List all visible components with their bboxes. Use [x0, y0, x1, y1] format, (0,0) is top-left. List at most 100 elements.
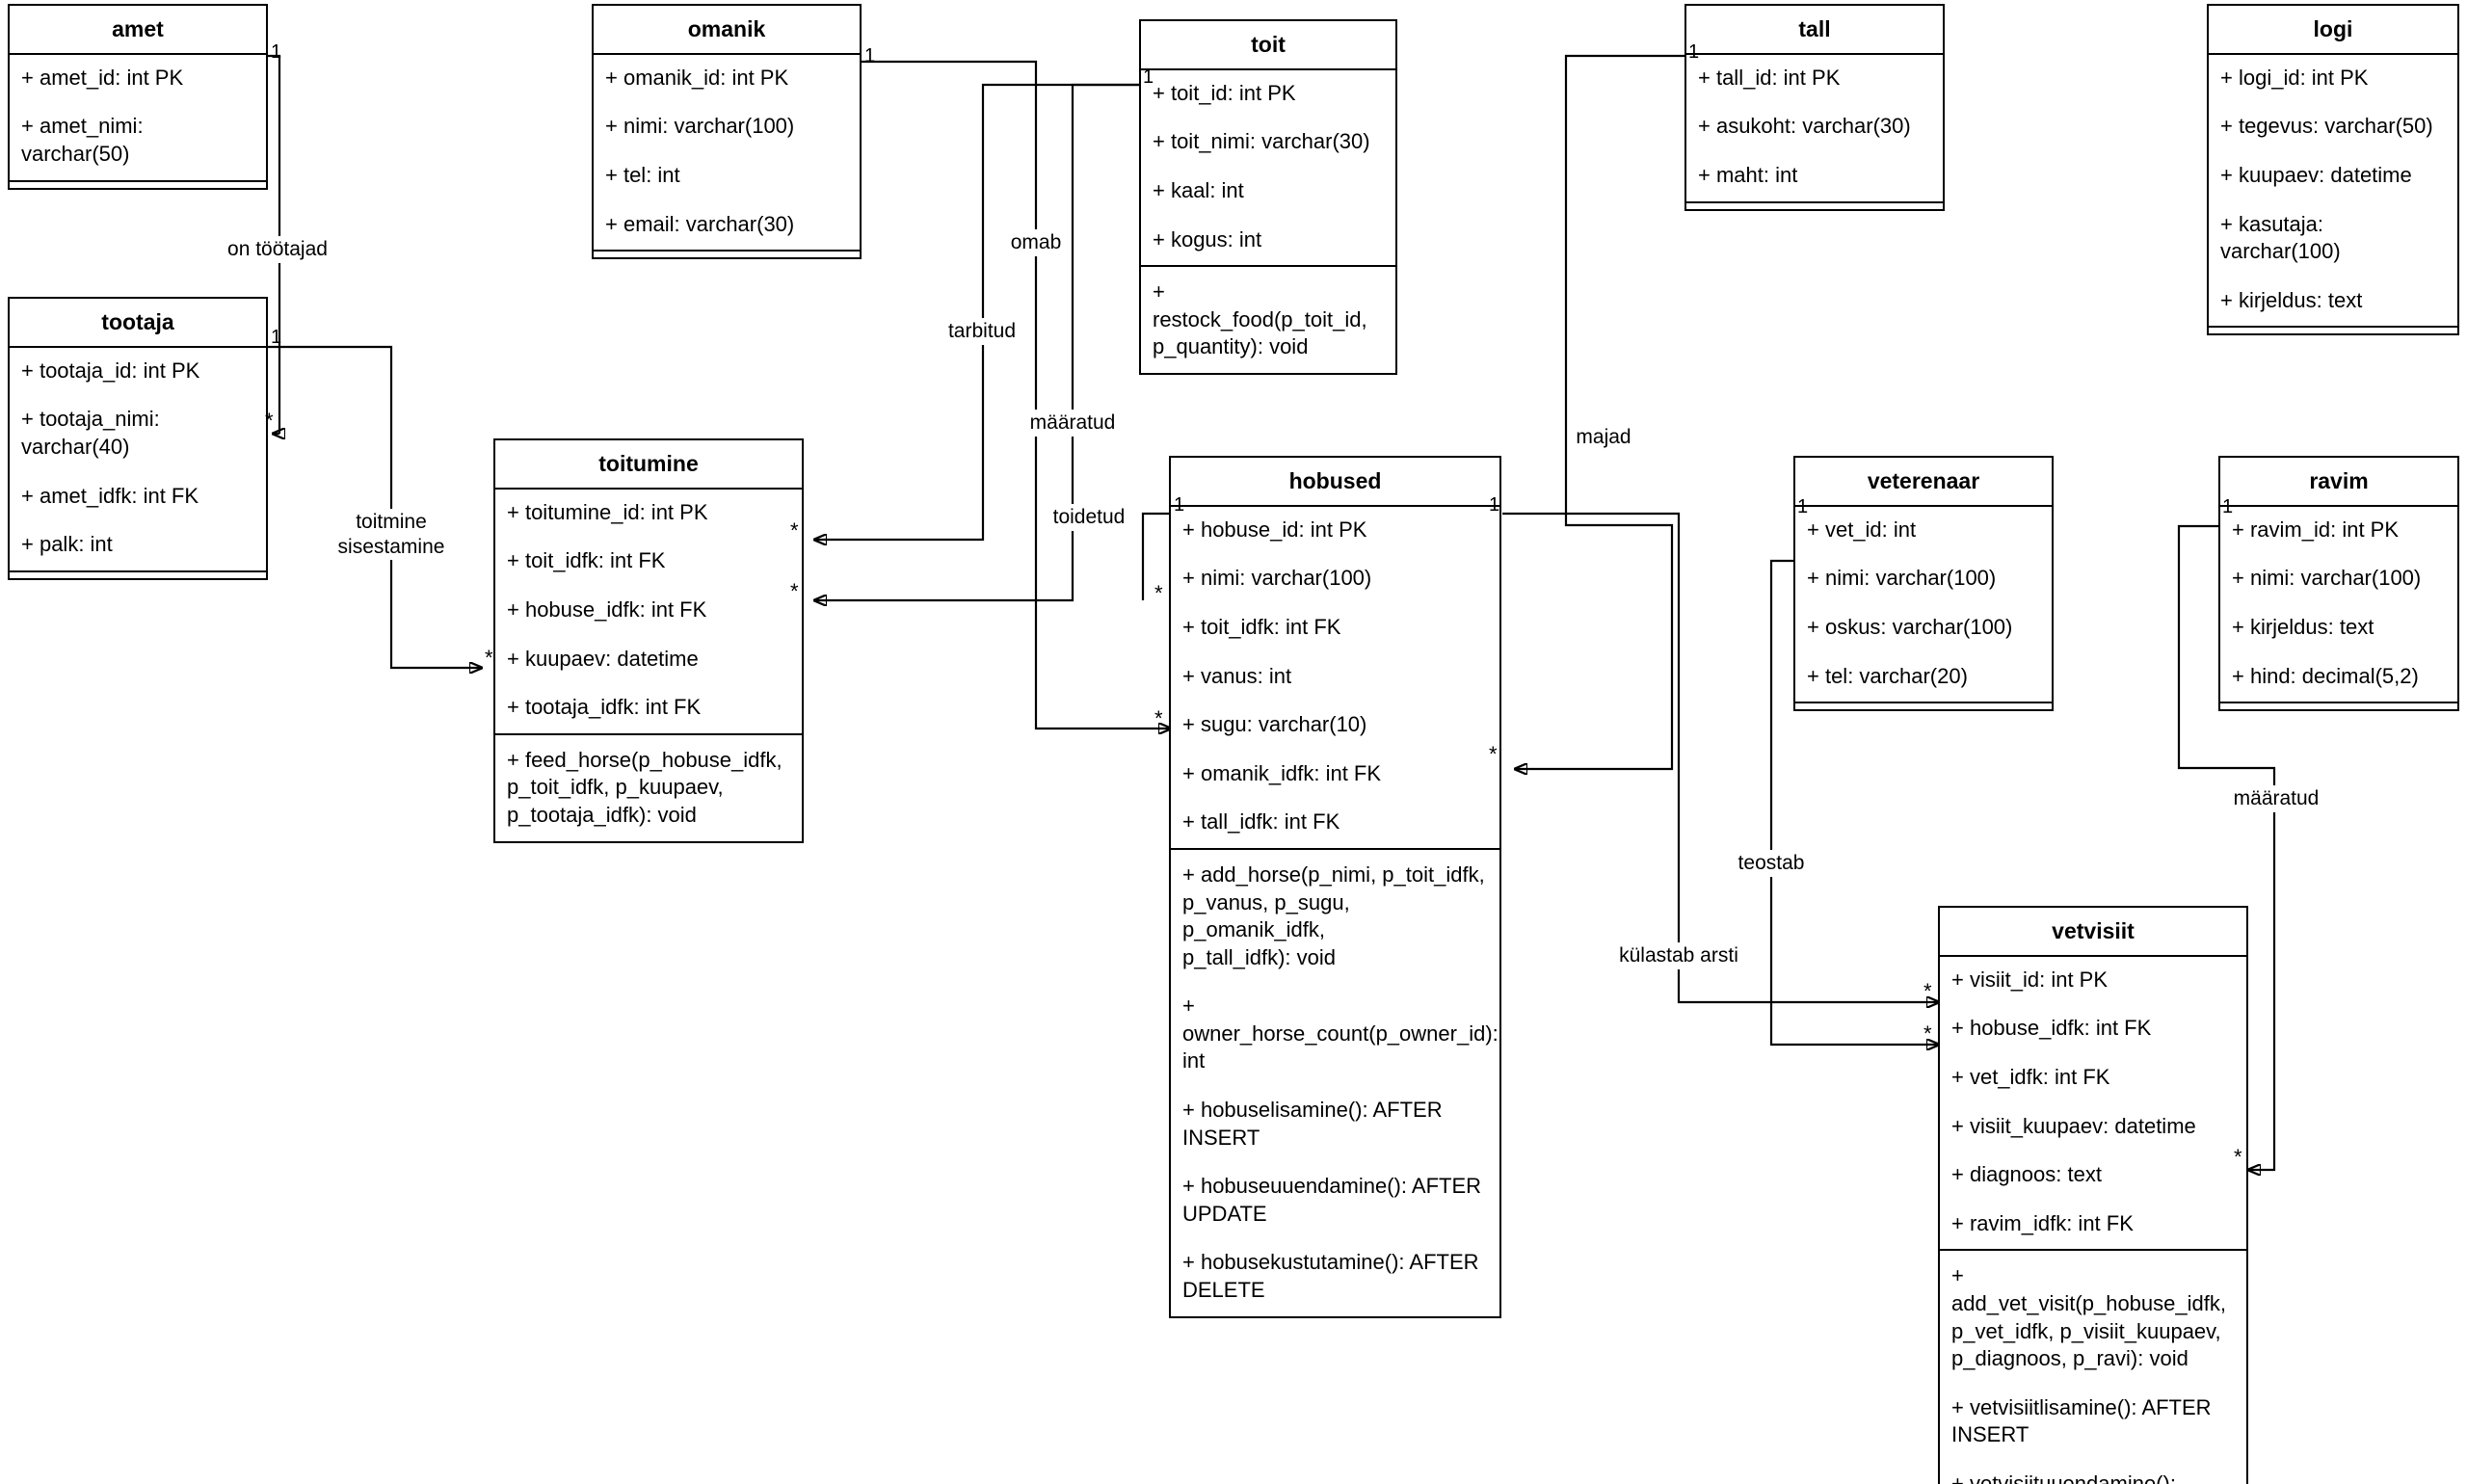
attribute-row: + asukoht: varchar(30) [1698, 114, 1911, 139]
attribute-row: + tootaja_id: int PK [21, 358, 200, 383]
attribute-row: + logi_id: int PK [2220, 65, 2369, 90]
operation-row: + add_horse(p_nimi, p_toit_idfk, p_vanus… [1182, 861, 1485, 969]
edge-label-maaratud-ravim: määratud [2230, 785, 2322, 812]
attribute-row: + kaal: int [1153, 177, 1244, 202]
class-box-logi[interactable]: logi + logi_id: int PK + tegevus: varcha… [2207, 4, 2459, 336]
class-title-ravim: ravim [2220, 458, 2457, 507]
attribute-row: + toit_idfk: int FK [1182, 614, 1341, 639]
multiplicity-veterenaar-one: 1 [1797, 496, 1809, 517]
operation-row: + add_vet_visit(p_hobuse_idfk, p_vet_idf… [1951, 1263, 2226, 1371]
operation-row: + restock_food(p_toit_id, p_quantity): v… [1153, 279, 1367, 359]
attribute-row: + email: varchar(30) [605, 211, 795, 236]
class-box-ravim[interactable]: ravim + ravim_id: int PK + nimi: varchar… [2218, 456, 2459, 712]
class-attributes-hobused: + hobuse_id: int PK + nimi: varchar(100)… [1171, 507, 1499, 850]
class-box-toit[interactable]: toit + toit_id: int PK + toit_nimi: varc… [1139, 19, 1397, 375]
class-attributes-tall: + tall_id: int PK + asukoht: varchar(30)… [1686, 55, 1943, 201]
edge-label-omab: omab [1007, 229, 1065, 256]
attribute-row: + amet_idfk: int FK [21, 483, 199, 508]
attribute-row: + diagnoos: text [1951, 1162, 2102, 1187]
class-box-vetvisiit[interactable]: vetvisiit + visiit_id: int PK + hobuse_i… [1938, 906, 2248, 1484]
class-operations-empty-ravim [2220, 702, 2457, 709]
wire-tootaja-toitumine [267, 345, 482, 668]
class-box-omanik[interactable]: omanik + omanik_id: int PK + nimi: varch… [592, 4, 862, 260]
multiplicity-tootaja-many: * [265, 409, 274, 433]
edge-label-toidetud: toidetud [1049, 504, 1128, 531]
class-operations-empty-tootaja [10, 570, 266, 578]
attribute-row: + sugu: varchar(10) [1182, 712, 1367, 737]
attribute-row: + tegevus: varchar(50) [2220, 114, 2433, 139]
operation-row: + vetvisiitlisamine(): AFTER INSERT [1951, 1394, 2212, 1447]
class-attributes-veterenaar: + vet_id: int + nimi: varchar(100) + osk… [1795, 507, 2052, 702]
attribute-row: + ravim_idfk: int FK [1951, 1210, 2134, 1235]
attribute-row: + hobuse_id: int PK [1182, 517, 1367, 542]
attribute-row: + kirjeldus: text [2232, 614, 2374, 639]
operation-row: + owner_horse_count(p_owner_id): int [1182, 994, 1499, 1073]
attribute-row: + palk: int [21, 532, 113, 557]
attribute-row: + nimi: varchar(100) [2232, 566, 2422, 591]
edge-label-majad: majad [1573, 424, 1634, 451]
wire-tall-hobused [1515, 54, 1684, 769]
attribute-row: + omanik_id: int PK [605, 65, 789, 90]
edge-label-tarbitud: tarbitud [944, 318, 1020, 345]
multiplicity-toit-one: 1 [1143, 66, 1154, 88]
class-box-hobused[interactable]: hobused + hobuse_id: int PK + nimi: varc… [1169, 456, 1501, 1318]
attribute-row: + kogus: int [1153, 226, 1262, 252]
edge-label-kulastab-arsti: külastab arsti [1616, 942, 1741, 969]
attribute-row: + tootaja_nimi: varchar(40) [21, 407, 166, 459]
class-title-tootaja: tootaja [10, 299, 266, 348]
class-operations-empty-tall [1686, 200, 1943, 209]
attribute-row: + nimi: varchar(100) [1182, 566, 1372, 591]
attribute-row: + visiit_id: int PK [1951, 967, 2109, 992]
class-attributes-amet: + amet_id: int PK + amet_nimi: varchar(5… [10, 55, 266, 180]
attribute-row: + toit_nimi: varchar(30) [1153, 129, 1370, 154]
attribute-row: + hind: decimal(5,2) [2232, 663, 2419, 688]
attribute-row: + omanik_idfk: int FK [1182, 760, 1382, 785]
class-title-tall: tall [1686, 6, 1943, 55]
class-attributes-omanik: + omanik_id: int PK + nimi: varchar(100)… [594, 55, 860, 250]
class-operations-toitumine: + feed_horse(p_hobuse_idfk, p_toit_idfk,… [495, 735, 802, 841]
attribute-row: + toit_id: int PK [1153, 80, 1296, 105]
class-box-tall[interactable]: tall + tall_id: int PK + asukoht: varcha… [1684, 4, 1945, 211]
class-operations-empty-veterenaar [1795, 702, 2052, 709]
multiplicity-toitumine-hobused-many: * [790, 579, 799, 603]
class-operations-empty-omanik [594, 250, 860, 257]
class-attributes-logi: + logi_id: int PK + tegevus: varchar(50)… [2209, 55, 2457, 327]
attribute-row: + hobuse_idfk: int FK [1951, 1016, 2152, 1041]
class-operations-toit: + restock_food(p_toit_id, p_quantity): v… [1141, 267, 1395, 373]
attribute-row: + tall_id: int PK [1698, 65, 1841, 90]
multiplicity-tall-one: 1 [1688, 41, 1700, 63]
attribute-row: + kirjeldus: text [2220, 287, 2363, 312]
class-title-toit: toit [1141, 21, 1395, 70]
attribute-row: + visiit_kuupaev: datetime [1951, 1113, 2196, 1138]
class-box-toitumine[interactable]: toitumine + toitumine_id: int PK + toit_… [493, 438, 804, 843]
multiplicity-hobused-tall-many: * [1489, 742, 1498, 766]
operation-row: + hobuseuuendamine(): AFTER UPDATE [1182, 1174, 1482, 1226]
class-box-veterenaar[interactable]: veterenaar + vet_id: int + nimi: varchar… [1793, 456, 2054, 712]
edge-label-toitmine-sisestamine: toitmine sisestamine [334, 509, 448, 561]
wire-omanik-hobused [861, 60, 1171, 729]
wire-toit-toitumine [814, 83, 1140, 540]
multiplicity-hobused-omanik-many: * [1154, 706, 1163, 730]
attribute-row: + vet_idfk: int FK [1951, 1064, 2110, 1089]
attribute-row: + tel: int [605, 162, 680, 187]
attribute-row: + maht: int [1698, 162, 1798, 187]
multiplicity-toitumine-toit-many: * [790, 518, 799, 543]
class-box-tootaja[interactable]: tootaja + tootaja_id: int PK + tootaja_n… [8, 297, 268, 580]
class-title-omanik: omanik [594, 6, 860, 55]
multiplicity-vetvisiit-hobused-many: * [1923, 979, 1932, 1003]
class-box-amet[interactable]: amet + amet_id: int PK + amet_nimi: varc… [8, 4, 268, 190]
attribute-row: + amet_nimi: varchar(50) [21, 114, 149, 166]
class-title-veterenaar: veterenaar [1795, 458, 2052, 507]
class-attributes-toitumine: + toitumine_id: int PK + toit_idfk: int … [495, 490, 802, 735]
attribute-row: + tall_idfk: int FK [1182, 809, 1340, 835]
operation-row: + hobusekustutamine(): AFTER DELETE [1182, 1250, 1479, 1303]
attribute-row: + vanus: int [1182, 663, 1292, 688]
class-operations-empty-logi [2209, 326, 2457, 333]
attribute-row: + amet_id: int PK [21, 65, 184, 90]
operation-row: + vetvisiituuendamine(): AFTER UPDATE [1951, 1471, 2176, 1484]
attribute-row: + nimi: varchar(100) [605, 114, 795, 139]
attribute-row: + hobuse_idfk: int FK [507, 596, 707, 622]
attribute-row: + oskus: varchar(100) [1807, 614, 2013, 639]
operation-row: + hobuselisamine(): AFTER INSERT [1182, 1098, 1443, 1150]
